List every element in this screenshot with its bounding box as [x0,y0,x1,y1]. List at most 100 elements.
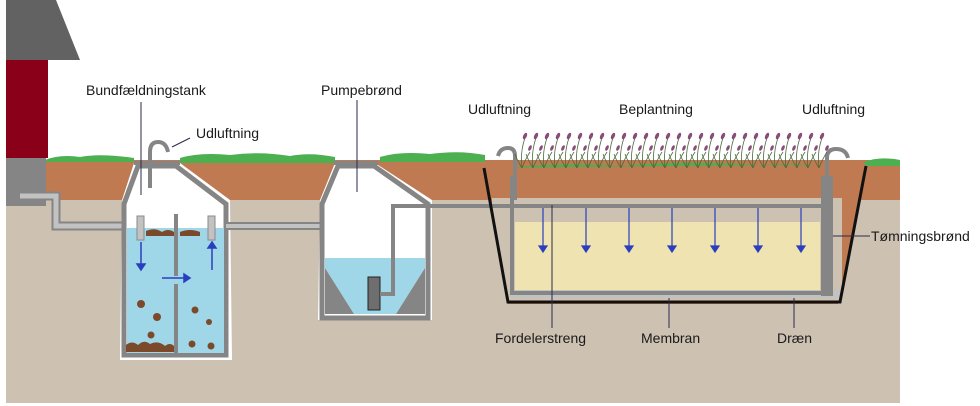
reed-stem [679,137,696,169]
reed-stem [646,137,663,169]
distribution-arrow-head [580,245,592,254]
reed-stem [789,137,806,169]
reed-stem [514,137,531,169]
reed-flower [550,145,554,151]
reed-stem [525,137,542,169]
reed-flower [561,145,565,151]
label-vent-filter-right: Udluftning [802,101,865,117]
label-membrane: Membran [641,330,700,346]
reed-flower [533,132,539,140]
reed-flower [627,145,631,151]
outlet-tee [207,215,216,241]
reed-stem [701,137,718,169]
reed-flower [814,145,818,151]
reed-stem [569,137,586,169]
reed-flower [797,132,803,140]
reed-flower [770,145,774,151]
reed-stem [602,137,619,169]
reed-flower [698,132,704,140]
label-settling-tank: Bundfældningstank [86,82,207,98]
reed-flower [737,145,741,151]
reed-flower [753,132,759,140]
reed-flower [665,132,671,140]
pump-well-cone-r [396,268,425,314]
reed-flower [566,132,572,140]
reed-flower [522,132,528,140]
pump [367,276,381,311]
pump-well [319,163,500,321]
reed-stem [558,137,575,169]
reed-flower [775,132,781,140]
planting [514,132,829,169]
reed-flower [610,132,616,140]
reed-flower [660,145,664,151]
distribution-arrow-head [709,245,721,254]
reed-flower [555,132,561,140]
reed-stem [712,137,729,169]
reed-flower [748,145,752,151]
label-drain-well: Tømningsbrønd [871,228,970,244]
scum-layer [146,229,200,236]
distribution-arrow-head [752,245,764,254]
filter-vent-left [496,145,517,200]
reed-flower [726,145,730,151]
reed-flower [605,145,609,151]
reed-flower [638,145,642,151]
reed-flower [825,145,829,151]
reed-flower [572,145,576,151]
reed-flower [687,132,693,140]
reed-flower [632,132,638,140]
distribution-arrow-head [666,245,678,254]
reed-stem [547,137,564,169]
filter-vent-right [825,146,850,178]
reed-flower [649,145,653,151]
reed-flower [588,132,594,140]
reed-stem [657,137,674,169]
reed-stem [767,137,784,169]
reed-flower [792,145,796,151]
label-pump-well: Pumpebrønd [321,82,402,98]
reed-stem [745,137,762,169]
distribution-arrow-head [623,245,635,254]
filter-sand [515,222,820,290]
reed-flower [709,132,715,140]
reed-flower [819,132,825,140]
reed-flower [808,132,814,140]
inlet-tee [136,215,145,241]
reed-flower [654,132,660,140]
reed-stem [635,137,652,169]
settling-tank [121,163,229,358]
reed-flower [720,132,726,140]
reed-flower [693,145,697,151]
reed-stem [536,137,553,169]
reed-flower [731,132,737,140]
house-roof [6,0,80,60]
distribution-arrow-head [795,245,807,254]
reed-flower [781,145,785,151]
reed-flower [599,132,605,140]
reed-flower [621,132,627,140]
label-vent-tank: Udluftning [196,125,259,141]
settling-tank-vent [148,139,170,188]
reed-stem [580,137,597,169]
label-planting: Beplantning [619,101,693,117]
reed-stem [734,137,751,169]
house-wall [6,60,48,158]
reed-flower [676,132,682,140]
reed-flower [704,145,708,151]
reed-flower [528,145,532,151]
reed-flower [583,145,587,151]
reed-stem [778,137,795,169]
reed-flower [643,132,649,140]
distribution-arrows [537,208,807,254]
reed-stem [624,137,641,169]
reed-flower [539,145,543,151]
reed-flower [759,145,763,151]
reed-stem [800,137,817,169]
membrane-liner [482,165,868,304]
reed-flower [594,145,598,151]
label-drain: Dræn [777,330,812,346]
reed-flower [682,145,686,151]
reed-flower [715,145,719,151]
